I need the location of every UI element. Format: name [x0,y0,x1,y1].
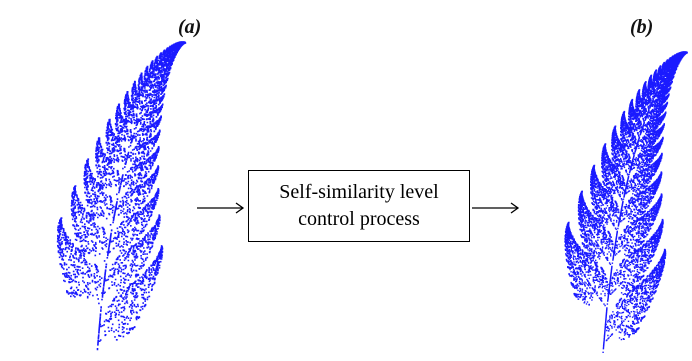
panel-label-a: (a) [178,16,202,38]
fern-a-dots [56,41,187,351]
fern-b-dots [564,51,688,353]
process-box-line1: Self-similarity level [279,181,439,203]
panel-label-b: (b) [630,16,654,38]
process-box-line2: control process [298,208,420,230]
process-box: Self-similarity level control process [248,170,470,242]
